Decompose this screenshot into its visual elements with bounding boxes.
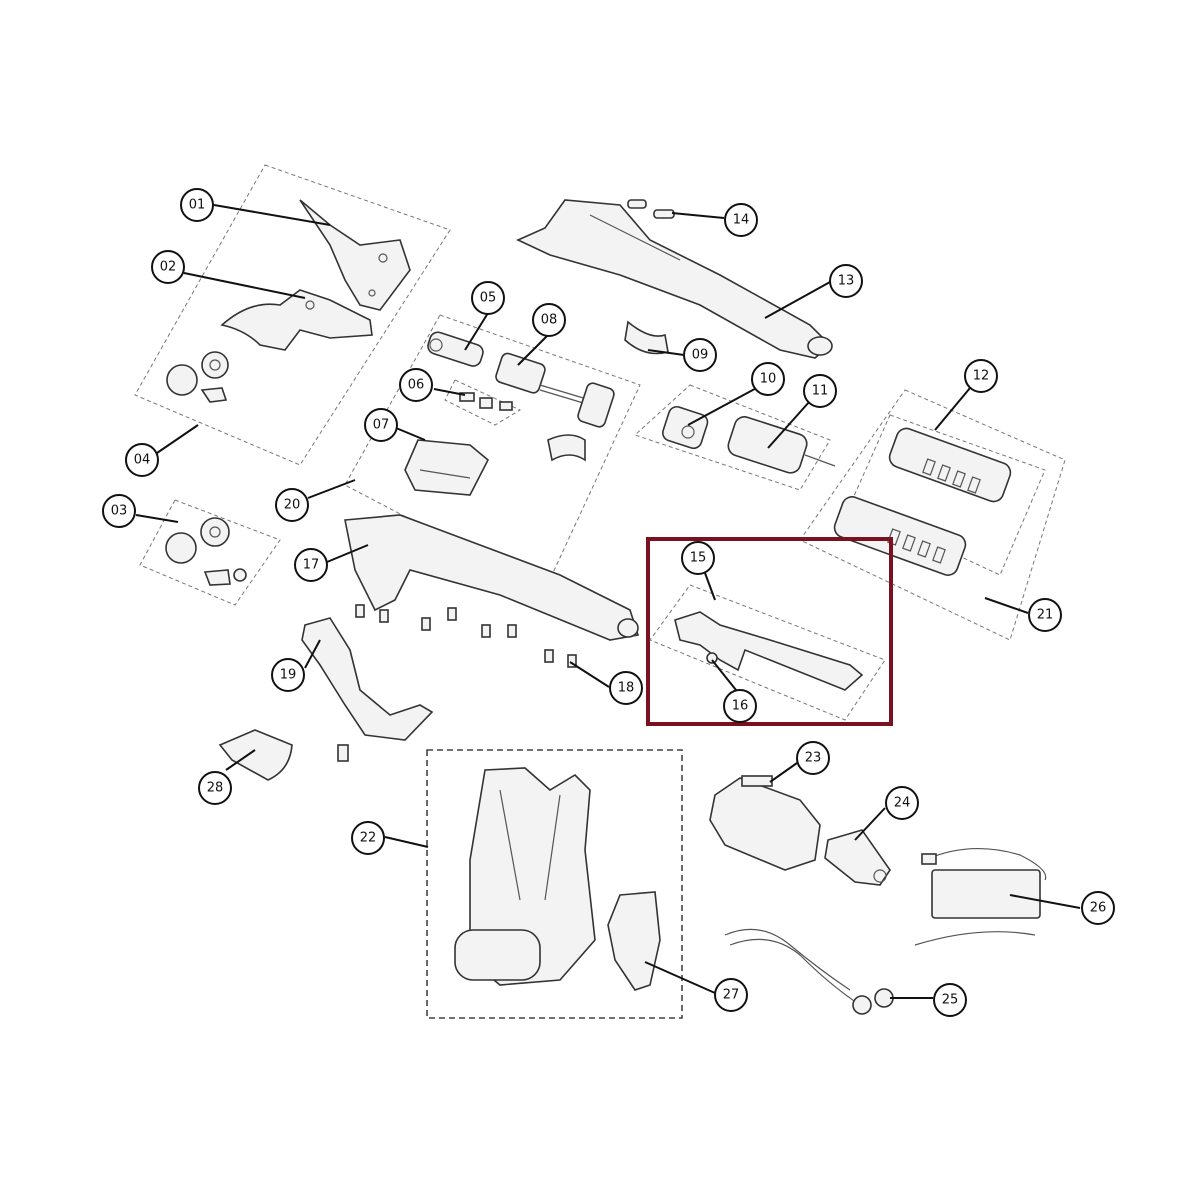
svg-text:05: 05 xyxy=(480,291,497,306)
callout-26[interactable]: 26 xyxy=(1081,891,1115,925)
callout-16[interactable]: 16 xyxy=(723,689,757,723)
svg-text:02: 02 xyxy=(160,260,177,275)
callout-04[interactable]: 04 xyxy=(125,443,159,477)
svg-text:14: 14 xyxy=(733,213,750,228)
part-13-upper-housing xyxy=(516,199,833,359)
svg-text:17: 17 xyxy=(303,558,320,573)
svg-text:16: 16 xyxy=(732,699,749,714)
callout-01[interactable]: 01 xyxy=(180,188,214,222)
group-21-handle xyxy=(799,389,1066,641)
part-25-cable xyxy=(724,928,894,1015)
svg-text:01: 01 xyxy=(189,198,206,213)
callout-14[interactable]: 14 xyxy=(724,203,758,237)
callout-11[interactable]: 11 xyxy=(803,374,837,408)
svg-text:09: 09 xyxy=(692,348,709,363)
part-23-battery xyxy=(709,775,821,871)
svg-text:27: 27 xyxy=(723,988,740,1003)
svg-text:12: 12 xyxy=(973,369,990,384)
callouts: 01 02 03 04 05 06 07 08 09 10 11 12 13 1… xyxy=(102,188,1115,1017)
svg-text:04: 04 xyxy=(134,453,151,468)
callout-24[interactable]: 24 xyxy=(885,786,919,820)
highlight-box-15-16 xyxy=(646,537,893,726)
svg-text:26: 26 xyxy=(1090,901,1107,916)
svg-text:18: 18 xyxy=(618,681,635,696)
callout-13[interactable]: 13 xyxy=(829,264,863,298)
callout-06[interactable]: 06 xyxy=(399,368,433,402)
svg-text:24: 24 xyxy=(894,796,911,811)
svg-text:08: 08 xyxy=(541,313,558,328)
callout-15[interactable]: 15 xyxy=(681,541,715,575)
group-03-gear-set xyxy=(139,499,281,606)
svg-text:07: 07 xyxy=(373,418,390,433)
part-26-charger xyxy=(914,848,1047,946)
svg-text:22: 22 xyxy=(360,831,377,846)
callout-02[interactable]: 02 xyxy=(151,250,185,284)
callout-23[interactable]: 23 xyxy=(796,741,830,775)
svg-text:21: 21 xyxy=(1037,608,1054,623)
group-04-blade-assembly xyxy=(134,164,451,466)
callout-12[interactable]: 12 xyxy=(964,359,998,393)
callout-28[interactable]: 28 xyxy=(198,771,232,805)
svg-text:28: 28 xyxy=(207,781,224,796)
group-20-drive-assembly xyxy=(344,314,669,591)
svg-text:10: 10 xyxy=(760,372,777,387)
callout-20[interactable]: 20 xyxy=(275,488,309,522)
callout-17[interactable]: 17 xyxy=(294,548,328,582)
callout-08[interactable]: 08 xyxy=(532,303,566,337)
callout-21[interactable]: 21 xyxy=(1028,598,1062,632)
callout-27[interactable]: 27 xyxy=(714,978,748,1012)
svg-text:06: 06 xyxy=(408,378,425,393)
callout-09[interactable]: 09 xyxy=(683,338,717,372)
leader-lines xyxy=(135,204,1081,999)
svg-text:20: 20 xyxy=(284,498,301,513)
svg-text:23: 23 xyxy=(805,751,822,766)
svg-text:15: 15 xyxy=(690,551,707,566)
svg-text:13: 13 xyxy=(838,274,855,289)
handle-slots xyxy=(887,458,981,564)
svg-text:25: 25 xyxy=(942,993,959,1008)
part-28 xyxy=(218,729,293,781)
callout-22[interactable]: 22 xyxy=(351,821,385,855)
callout-03[interactable]: 03 xyxy=(102,494,136,528)
group-motor xyxy=(634,384,836,491)
callout-18[interactable]: 18 xyxy=(609,671,643,705)
part-24-adapter xyxy=(824,829,891,886)
callout-07[interactable]: 07 xyxy=(364,408,398,442)
callout-10[interactable]: 10 xyxy=(751,362,785,396)
callout-19[interactable]: 19 xyxy=(271,658,305,692)
group-22-harness xyxy=(426,749,683,1019)
screws-18 xyxy=(355,604,577,668)
svg-text:11: 11 xyxy=(812,384,829,399)
part-19-grip xyxy=(301,617,434,762)
part-17-lower-housing xyxy=(344,514,640,668)
svg-text:03: 03 xyxy=(111,504,128,519)
callout-05[interactable]: 05 xyxy=(471,281,505,315)
callout-25[interactable]: 25 xyxy=(933,983,967,1017)
svg-text:19: 19 xyxy=(280,668,297,683)
